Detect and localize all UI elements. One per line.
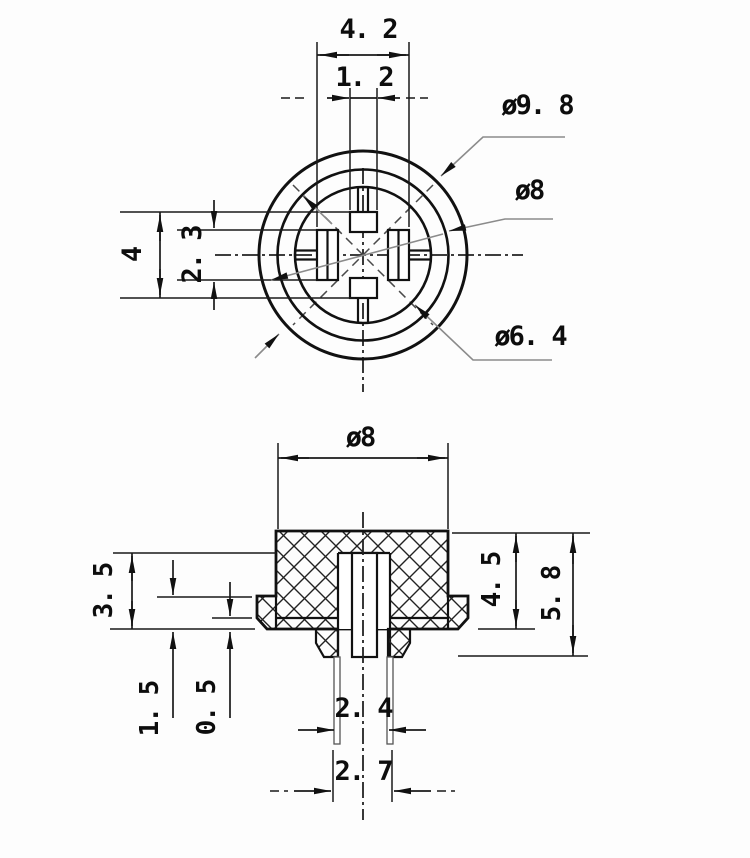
dim-4: 4 [117, 211, 355, 299]
dim-1-5: 1. 5 [135, 560, 252, 736]
leg-right [386, 627, 412, 659]
contact-top [348, 188, 379, 234]
middle-circle [276, 168, 450, 342]
dim-4-text: 4 [117, 246, 148, 262]
dim-2-3: 2. 3 [177, 200, 316, 310]
arrow-upper-left [302, 195, 333, 225]
dim-1-2: 1. 2 [281, 62, 428, 210]
label-dia-9-8-text: ø9. 8 [501, 90, 573, 121]
dim-3-5: 3. 5 [89, 552, 276, 630]
dim-4-2: 4. 2 [316, 14, 410, 227]
label-dia-6-4: ø6. 4 [414, 304, 569, 361]
prong-right [386, 656, 394, 745]
dim-5-8: 5. 8 [458, 533, 588, 657]
inner-circle [293, 185, 433, 325]
dim-4-2-text: 4. 2 [339, 14, 397, 45]
leg-left [314, 627, 340, 659]
arrow-lower-left [254, 333, 280, 359]
dim-2-4-text: 2. 4 [334, 693, 393, 724]
top-view: 4. 2 1. 2 4 2. 3 [117, 14, 575, 392]
contact-left [295, 228, 340, 282]
dim-0-5-text: 0. 5 [192, 680, 222, 735]
dim-dia-8-text: ø8 [346, 422, 375, 453]
dim-4-5: 4. 5 [452, 532, 590, 630]
label-dia-8-text: ø8 [515, 175, 544, 206]
dim-2-3-text: 2. 3 [177, 226, 208, 284]
section-view: ø8 3. 5 1. 5 0. 5 [89, 422, 590, 820]
outer-circle [257, 149, 469, 361]
dim-1-5-text: 1. 5 [135, 681, 165, 736]
dim-dia-8-section: ø8 [277, 422, 449, 529]
dim-1-2-text: 1. 2 [335, 62, 393, 93]
dim-5-8-text: 5. 8 [537, 565, 567, 621]
dim-0-5: 0. 5 [192, 582, 252, 735]
label-dia-6-4-text: ø6. 4 [494, 321, 567, 352]
dim-2-7-text: 2. 7 [334, 756, 392, 787]
contact-right [386, 228, 431, 282]
dim-2-4: 2. 4 [298, 693, 426, 734]
prong-left [333, 656, 341, 745]
contact-bottom [348, 276, 379, 322]
dim-3-5-text: 3. 5 [89, 563, 119, 618]
center-pin [350, 551, 379, 659]
label-dia-8: ø8 [270, 175, 553, 281]
dim-4-5-text: 4. 5 [477, 552, 507, 607]
label-dia-9-8: ø9. 8 [440, 90, 575, 177]
dim-2-7: 2. 7 [270, 750, 455, 802]
